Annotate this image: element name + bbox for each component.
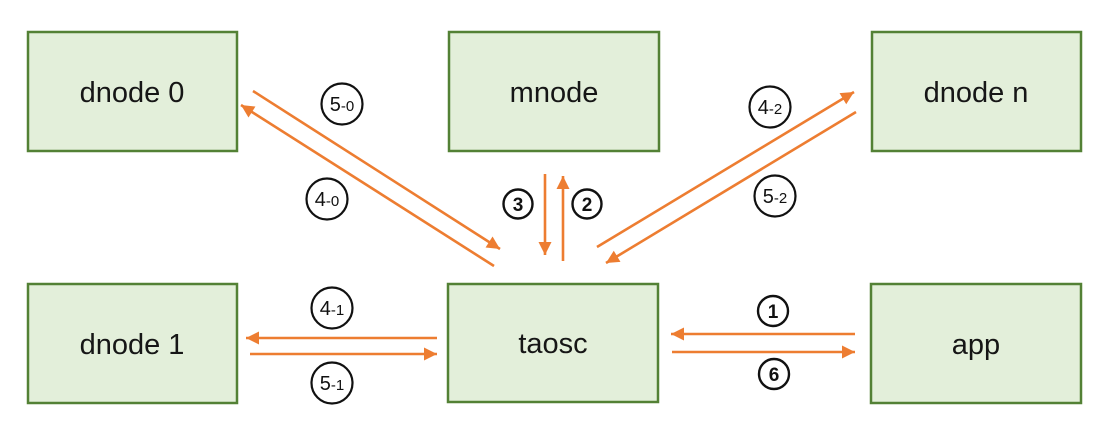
- edge-5-0-arrow: [252, 89, 501, 251]
- edge-label-2-text: 2: [582, 195, 593, 216]
- edge-label-6: 6: [757, 357, 791, 391]
- svg-text:4-2: 4-2: [758, 97, 782, 119]
- node-dnode-1-box: [26, 282, 239, 405]
- edge-label-5-1-suffix: -1: [331, 377, 344, 394]
- edge-label-4-2-text: 4: [758, 97, 769, 119]
- node-mnode: mnode: [447, 30, 661, 153]
- edge-label-3-circle: [502, 188, 534, 220]
- edge-label-5-1-circle: [310, 361, 354, 405]
- svg-text:4-0: 4-0: [315, 189, 339, 211]
- node-dnode-1: dnode 1: [26, 282, 239, 405]
- node-dnode-0: dnode 0: [26, 30, 239, 153]
- edge-label-4-0-text: 4: [315, 189, 326, 211]
- edge-label-2-circle: [571, 188, 603, 220]
- node-dnode-n-box: [870, 30, 1083, 153]
- edge-label-1-text: 1: [768, 302, 779, 323]
- node-app-box: [869, 282, 1083, 405]
- edge-4-2-arrow: [596, 90, 855, 249]
- edge-label-4-2-suffix: -2: [769, 101, 782, 118]
- node-app: app: [869, 282, 1083, 405]
- edge-label-4-2: 4-2: [748, 85, 792, 129]
- edge-label-4-1-suffix: -1: [331, 302, 344, 319]
- edge-label-5-1-text: 5: [320, 373, 331, 395]
- node-dnode-n-label: dnode n: [924, 77, 1029, 109]
- edge-label-4-0-suffix: -0: [326, 193, 339, 210]
- edge-label-5-2-text: 5: [763, 186, 774, 208]
- edge-label-4-0-circle: [305, 177, 349, 221]
- node-dnode-0-label: dnode 0: [80, 77, 185, 109]
- svg-text:5-0: 5-0: [330, 94, 354, 116]
- node-mnode-box: [447, 30, 661, 153]
- svg-text:6: 6: [769, 365, 780, 386]
- edge-label-5-2-suffix: -2: [774, 190, 787, 207]
- edge-label-3: 3: [502, 188, 534, 220]
- node-taosc: taosc: [446, 282, 660, 404]
- edge-label-1-circle: [756, 294, 790, 328]
- node-taosc-box: [446, 282, 660, 404]
- svg-text:4-1: 4-1: [320, 298, 344, 320]
- node-taosc-label: taosc: [518, 328, 587, 360]
- node-app-label: app: [952, 329, 1000, 361]
- edge-label-5-1: 5-1: [310, 361, 354, 405]
- edge-label-6-text: 6: [769, 365, 780, 386]
- edge-label-5-0-circle: [320, 82, 364, 126]
- edge-label-6-circle: [757, 357, 791, 391]
- edge-label-5-0-suffix: -0: [341, 98, 354, 115]
- edge-label-4-0: 4-0: [305, 177, 349, 221]
- edge-label-4-1: 4-1: [310, 286, 354, 330]
- node-dnode-n: dnode n: [870, 30, 1083, 153]
- edge-4-0-arrow: [240, 103, 495, 268]
- svg-text:3: 3: [513, 195, 524, 216]
- node-mnode-label: mnode: [510, 77, 599, 109]
- edge-label-3-text: 3: [513, 195, 524, 216]
- edge-label-4-2-circle: [748, 85, 792, 129]
- edge-5-2-arrow: [605, 110, 857, 265]
- edge-label-2: 2: [571, 188, 603, 220]
- svg-text:2: 2: [582, 195, 593, 216]
- node-dnode-1-label: dnode 1: [80, 329, 185, 361]
- edge-label-5-2: 5-2: [753, 174, 797, 218]
- svg-text:5-2: 5-2: [763, 186, 787, 208]
- svg-text:5-1: 5-1: [320, 373, 344, 395]
- edge-label-4-1-circle: [310, 286, 354, 330]
- svg-text:1: 1: [768, 302, 779, 323]
- edge-label-4-1-text: 4: [320, 298, 331, 320]
- node-dnode-0-box: [26, 30, 239, 153]
- edge-label-5-0-text: 5: [330, 94, 341, 116]
- edge-label-5-0: 5-0: [320, 82, 364, 126]
- edge-label-5-2-circle: [753, 174, 797, 218]
- edge-label-1: 1: [756, 294, 790, 328]
